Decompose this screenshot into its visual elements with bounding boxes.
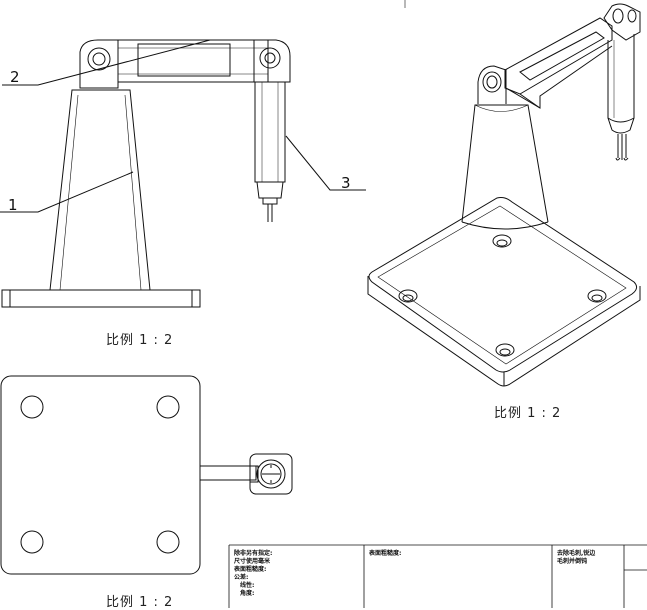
leader-2 bbox=[2, 39, 211, 86]
top-view bbox=[0, 375, 293, 575]
leader-1 bbox=[0, 171, 134, 213]
title-block-line: 尺寸使用毫米 bbox=[234, 558, 271, 565]
top-hole bbox=[156, 395, 180, 419]
front-gripper-tip bbox=[256, 181, 284, 199]
scale-label-iso: 比例 1 : 2 bbox=[494, 406, 562, 421]
iso-plate-side bbox=[367, 276, 641, 387]
front-column bbox=[49, 89, 151, 291]
iso-hole bbox=[398, 289, 418, 303]
front-base-plate bbox=[1, 289, 201, 308]
scale-label-front: 比例 1 : 2 bbox=[106, 333, 174, 348]
title-block-line: 除非另有指定: bbox=[234, 550, 273, 557]
iso-hole bbox=[492, 234, 512, 248]
iso-hole bbox=[495, 343, 515, 357]
isometric-view bbox=[367, 3, 641, 387]
iso-elbow bbox=[603, 3, 641, 41]
balloon-1: 1 bbox=[8, 196, 18, 214]
top-base-plate bbox=[0, 375, 201, 575]
iso-gripper-body bbox=[607, 34, 635, 123]
top-hole bbox=[156, 530, 180, 554]
title-block-line: 毛刺并倒钝 bbox=[557, 558, 588, 565]
title-block-line: 角度: bbox=[240, 590, 255, 597]
front-elbow bbox=[253, 39, 291, 83]
front-gripper-body bbox=[254, 81, 286, 183]
scale-label-top: 比例 1 : 2 bbox=[106, 595, 174, 610]
title-block-line: 去除毛刺,锐边 bbox=[557, 550, 596, 557]
front-view bbox=[0, 39, 366, 308]
iso-hole bbox=[587, 289, 607, 303]
leader-3 bbox=[285, 135, 366, 191]
top-hole bbox=[20, 395, 44, 419]
front-shoulder bbox=[79, 39, 119, 89]
iso-column bbox=[461, 104, 549, 223]
iso-arm-link bbox=[504, 17, 613, 95]
balloon-2: 2 bbox=[10, 68, 20, 86]
iso-plate-top bbox=[368, 197, 638, 373]
title-block-col1: 除非另有指定: 尺寸使用毫米 表面粗糙度: 公差: 线性: 角度: bbox=[234, 550, 272, 598]
front-arm-link bbox=[117, 39, 269, 83]
top-hole bbox=[20, 530, 44, 554]
title-block-line: 线性: bbox=[240, 582, 255, 589]
top-arm-stub bbox=[199, 465, 257, 481]
title-block-line: 表面粗糙度: bbox=[234, 566, 267, 573]
balloon-3: 3 bbox=[341, 174, 351, 192]
front-elbow-pin bbox=[259, 47, 281, 69]
title-block-line: 公差: bbox=[234, 574, 249, 581]
title-block-lines bbox=[228, 544, 647, 608]
iso-shoulder bbox=[477, 65, 507, 104]
front-arm-slot bbox=[137, 43, 231, 77]
title-block-col3: 去除毛刺,锐边 毛刺并倒钝 bbox=[557, 550, 595, 566]
front-shoulder-pin bbox=[87, 47, 111, 71]
title-block-col2: 表面粗糙度: bbox=[369, 550, 402, 557]
